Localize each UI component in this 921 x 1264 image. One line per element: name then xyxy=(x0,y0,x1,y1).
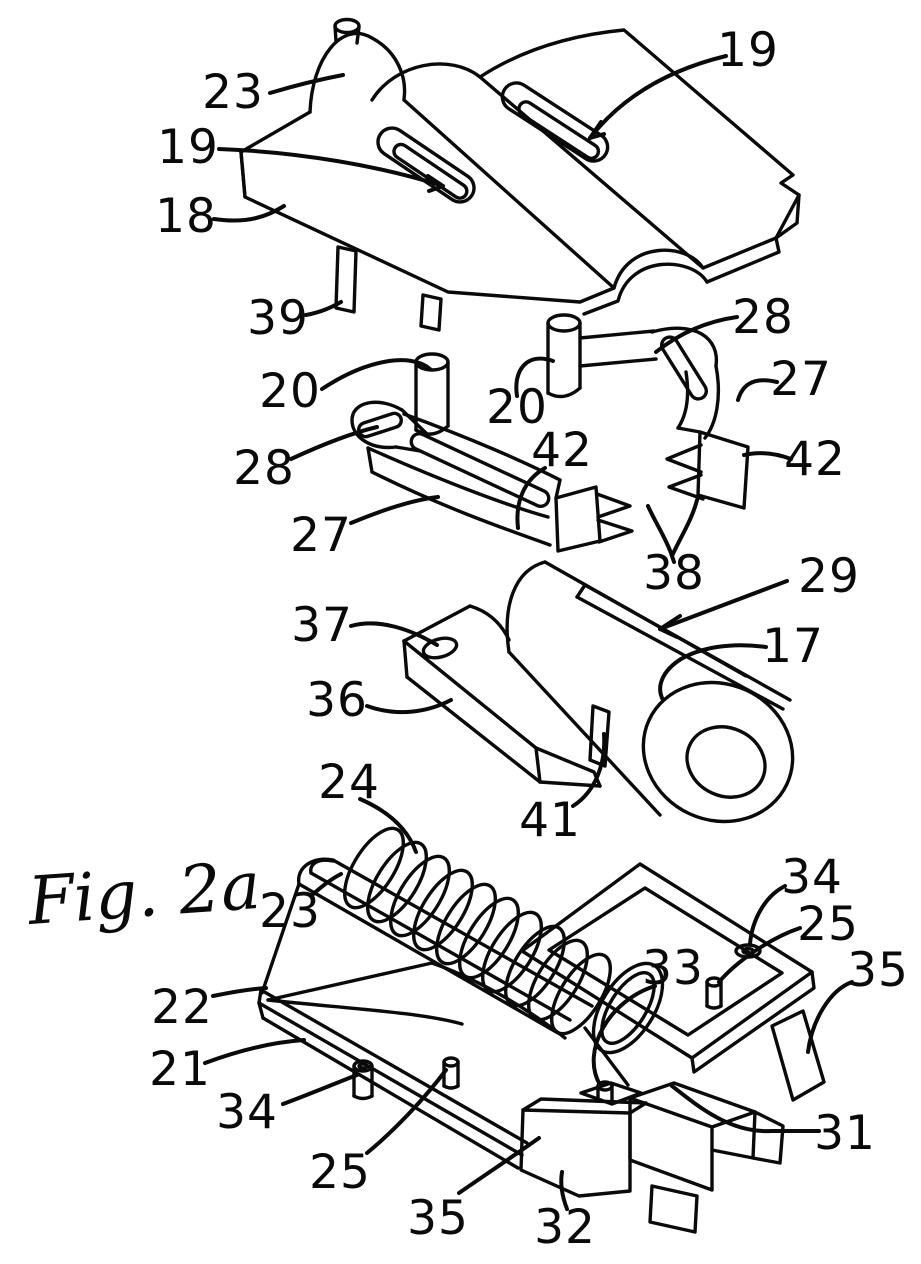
ref-label-36: 36 xyxy=(306,673,368,728)
slot-19-right xyxy=(500,81,610,163)
ref-label-31: 31 xyxy=(814,1106,876,1161)
ref-label-20-right: 20 xyxy=(486,380,548,435)
base-tray-part xyxy=(257,826,826,1234)
ref-label-21: 21 xyxy=(149,1042,211,1097)
ref-label-34-left: 34 xyxy=(216,1085,278,1140)
ref-label-25-right: 25 xyxy=(797,897,859,952)
leader-lines xyxy=(203,54,854,1211)
ref-label-28-right: 28 xyxy=(732,290,794,345)
tab-39 xyxy=(334,245,358,314)
ref-label-20-left: 20 xyxy=(259,364,321,419)
hole-37 xyxy=(421,636,459,660)
ref-label-29: 29 xyxy=(798,549,860,604)
ref-label-35-right: 35 xyxy=(847,943,909,998)
ref-label-42-center: 42 xyxy=(531,423,593,478)
ref-label-22: 22 xyxy=(151,980,213,1035)
ref-label-23-top: 23 xyxy=(202,65,264,120)
arrow-29 xyxy=(658,614,682,639)
ref-label-41: 41 xyxy=(519,793,581,848)
reference-labels: 23 19 18 39 19 20 20 28 27 28 27 42 42 3… xyxy=(149,23,909,1255)
ref-label-39: 39 xyxy=(247,291,309,346)
ref-label-37: 37 xyxy=(291,598,353,653)
ref-label-32: 32 xyxy=(534,1200,596,1255)
ref-label-33: 33 xyxy=(642,941,704,996)
top-cover-part xyxy=(239,17,801,332)
ref-label-42-right: 42 xyxy=(784,432,846,487)
ref-label-34-right: 34 xyxy=(781,850,843,905)
ref-label-25-left: 25 xyxy=(309,1145,371,1200)
ref-label-19-right: 19 xyxy=(717,23,779,78)
ref-label-35-bottom: 35 xyxy=(407,1191,469,1246)
ref-label-24: 24 xyxy=(318,755,380,810)
ref-label-23-bottom: 23 xyxy=(259,884,321,939)
cylinder-part xyxy=(402,560,795,824)
ref-label-38: 38 xyxy=(643,546,705,601)
coil-spring-24 xyxy=(343,826,665,1055)
slot-19-left xyxy=(376,126,476,204)
clip-part xyxy=(350,313,750,553)
tab-41 xyxy=(588,704,611,768)
ref-label-19-left: 19 xyxy=(157,120,219,175)
ref-label-27-right: 27 xyxy=(770,352,832,407)
ref-label-18: 18 xyxy=(155,189,217,244)
ref-label-28-left: 28 xyxy=(233,441,295,496)
ref-label-27-left: 27 xyxy=(290,508,352,563)
ref-label-17: 17 xyxy=(762,619,824,674)
figure-caption: Fig. 2a xyxy=(25,847,263,940)
